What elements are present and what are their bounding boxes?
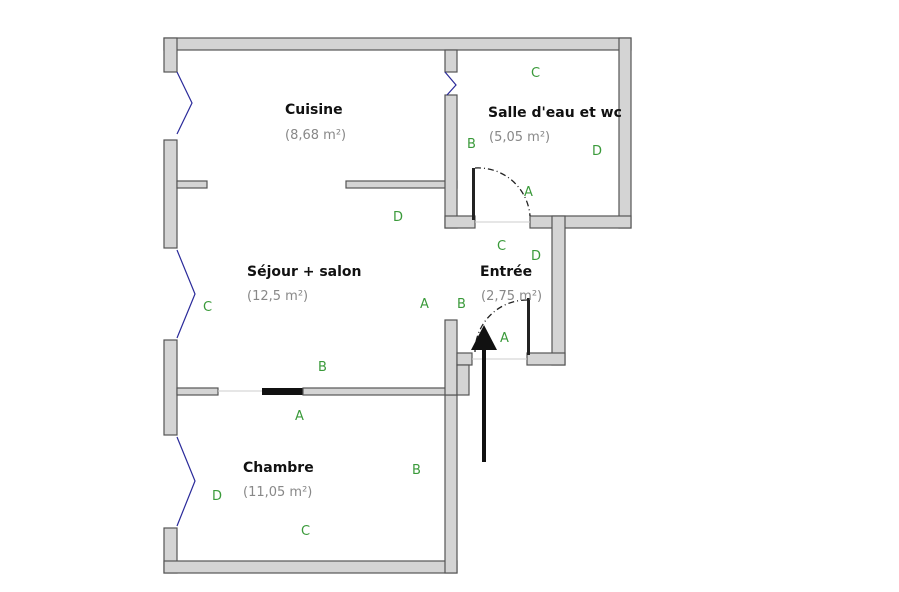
wall-entree-left [444,319,458,396]
wall-mark: B [412,463,421,478]
wall-mark: C [203,300,212,315]
room-name: Séjour + salon [247,264,362,280]
door-entree [527,298,530,355]
walls [163,37,632,574]
wall-salle-bottom [529,215,632,229]
wall-mark: A [500,331,509,346]
wall-mark: C [531,66,540,81]
wall-mark: D [393,210,403,225]
wall-mark: D [592,144,602,159]
wall-left-3 [163,339,178,436]
wall-cuisine-right-1 [444,49,458,73]
wall-mark: A [295,409,304,424]
room-area: (8,68 m²) [285,128,346,143]
wall-mark: D [212,489,222,504]
entrance-arrow-icon [471,325,497,462]
sliding-door [262,388,303,395]
wall-entree-right [551,215,566,366]
wall-mark: B [457,297,466,312]
wall-mark: A [420,297,429,312]
wall-mark: B [467,137,476,152]
wall-top [163,37,632,51]
wall-mark: B [318,360,327,375]
wall-entree-step [456,364,470,396]
wall-chambre-right [444,387,458,574]
wall-bottom [163,560,458,574]
wall-mark: A [524,185,533,200]
wall-left-1 [163,37,178,73]
door-swing-entree [474,299,528,353]
wall-salle-right [618,37,632,229]
wall-entree-bottom-right [526,352,566,366]
room-area: (12,5 m²) [247,289,308,304]
wall-sejour-1 [176,387,219,396]
window-sejour [176,249,196,339]
wall-mark: C [497,239,506,254]
door-salle [472,168,475,220]
wall-cuisine-right-2 [444,94,458,229]
window-salle [444,71,457,96]
wall-mark: C [301,524,310,539]
room-name: Chambre [243,460,314,476]
room-area: (2,75 m²) [481,289,542,304]
wall-cuisine-1 [176,180,208,189]
room-area: (11,05 m²) [243,485,312,500]
room-name: Entrée [480,264,532,280]
wall-entree-bottom-left [456,352,473,366]
wall-cuisine-2 [345,180,458,189]
room-name: Salle d'eau et wc [488,105,622,121]
wall-sejour-2 [302,387,458,396]
wall-left-2 [163,139,178,249]
window-chambre [176,436,196,527]
windows [176,71,457,527]
door-swing-salle [474,167,531,217]
window-cuisine [176,71,193,135]
room-name: Cuisine [285,102,343,118]
openings [218,167,531,392]
room-area: (5,05 m²) [489,130,550,145]
wall-mark: D [531,249,541,264]
wall-salle-bottom-left [444,215,476,229]
